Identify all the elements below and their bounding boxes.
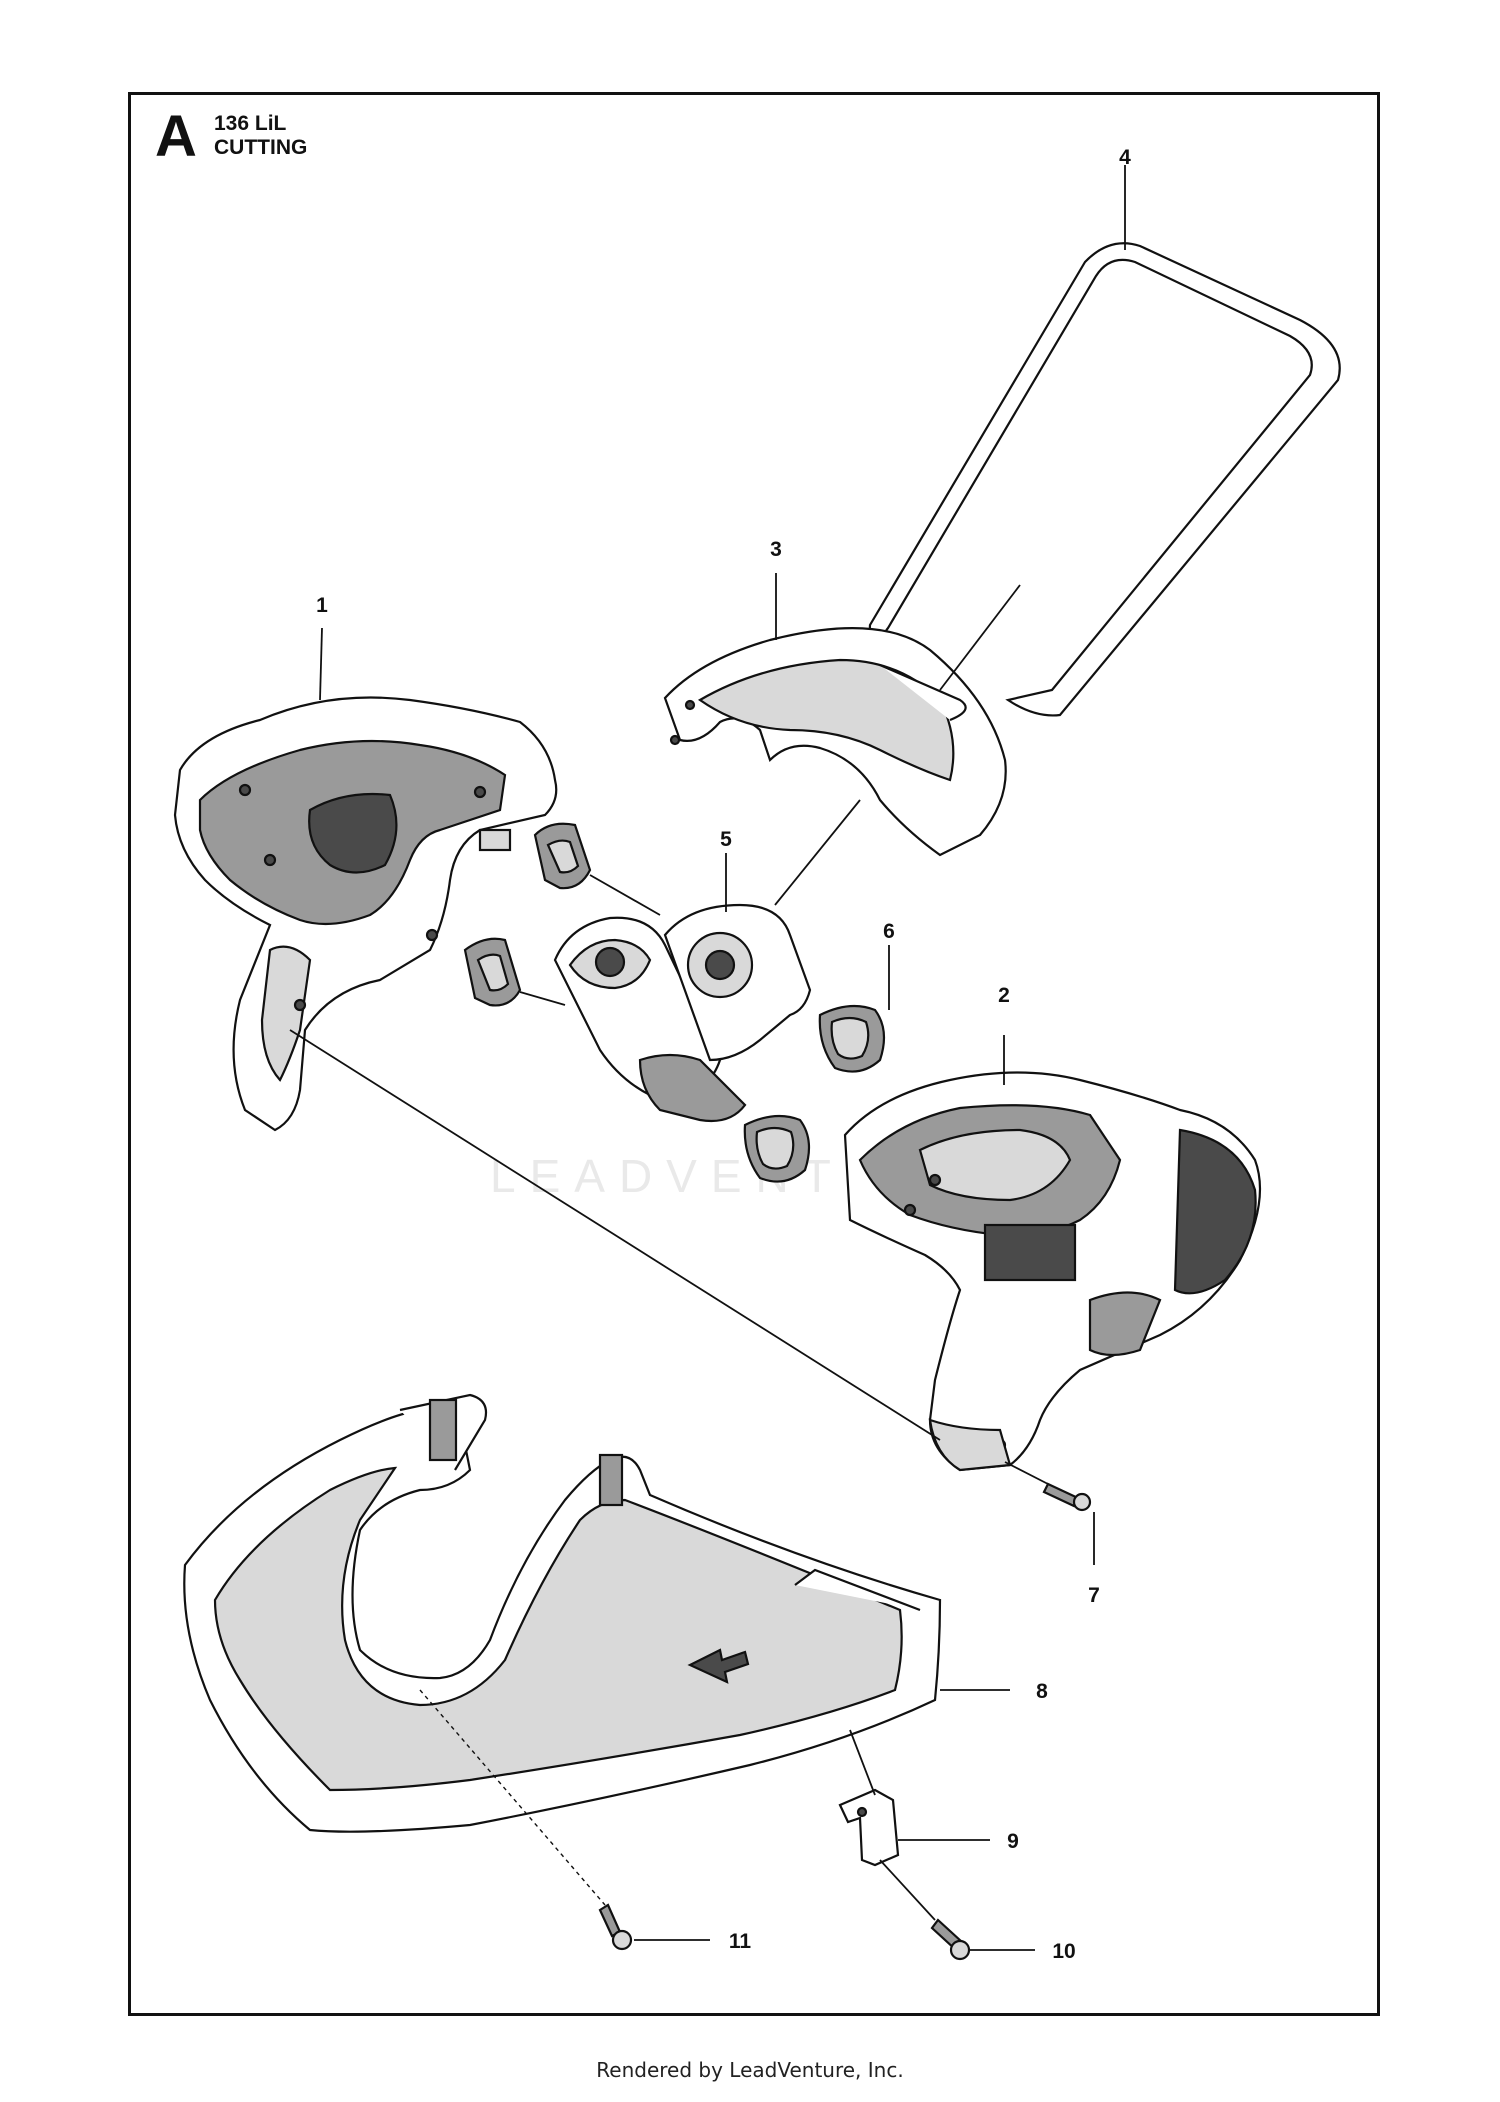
part-7-screw[interactable]: [1042, 1482, 1092, 1512]
callout-9: 9: [1007, 1830, 1019, 1853]
callout-10: 10: [1052, 1940, 1075, 1963]
section-letter: A: [155, 104, 197, 169]
part-10-screw[interactable]: [930, 1918, 971, 1961]
callout-6: 6: [883, 920, 895, 943]
assembly-line-guard: [939, 584, 1021, 691]
part-grommet-upper[interactable]: [533, 822, 592, 890]
part-4-wire-guard[interactable]: [868, 242, 1341, 717]
render-credit-footer: Rendered by LeadVenture, Inc.: [596, 2058, 904, 2082]
callout-3: 3: [770, 538, 782, 561]
part-grommet-lower[interactable]: [463, 937, 522, 1007]
assembly-line-housing: [289, 1029, 941, 1441]
callout-1: 1: [316, 594, 328, 617]
assembly-line-bracket: [849, 1729, 876, 1796]
assembly-line-screw-10: [879, 1859, 936, 1921]
model-name: 136 LiL: [214, 112, 287, 135]
assembly-line-grommet-lower: [519, 991, 566, 1006]
part-6-grommet-left[interactable]: [743, 1114, 811, 1183]
part-6-grommet-right[interactable]: [818, 1004, 886, 1073]
assembly-line-grommet-upper: [589, 874, 661, 916]
part-3-upper-cover[interactable]: [663, 627, 1007, 857]
callout-11: 11: [729, 1930, 752, 1953]
assembly-line-screw-7: [1004, 1461, 1049, 1485]
callout-4: 4: [1119, 146, 1131, 169]
section-title: CUTTING: [214, 136, 308, 159]
part-1-left-housing[interactable]: [173, 696, 558, 1132]
diagram-frame: [128, 92, 1380, 2016]
part-2-right-housing[interactable]: [843, 1071, 1262, 1472]
callout-5: 5: [720, 828, 732, 851]
assembly-line-cover: [774, 799, 861, 906]
part-11-screw[interactable]: [598, 1903, 633, 1951]
callout-2: 2: [998, 984, 1010, 1007]
part-9-bracket[interactable]: [838, 1788, 900, 1867]
leader-line-1: [319, 627, 323, 701]
part-8-blade-guard[interactable]: [183, 1393, 942, 1833]
part-5-motor-gearbox[interactable]: [553, 903, 812, 1123]
callout-8: 8: [1036, 1680, 1048, 1703]
callout-7: 7: [1088, 1584, 1100, 1607]
